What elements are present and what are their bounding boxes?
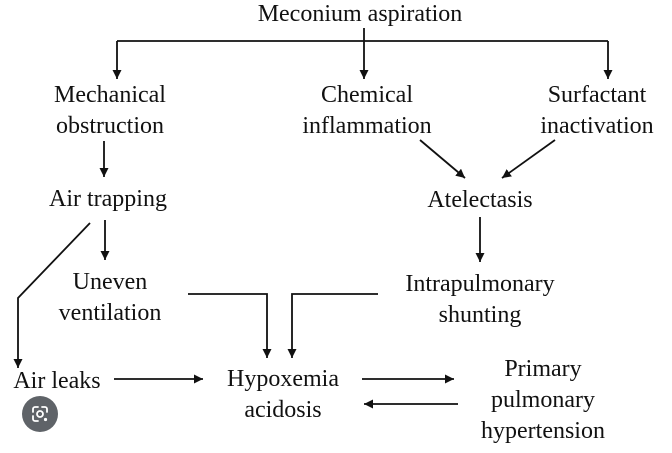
node-label-line1: Surfactant (547, 82, 647, 108)
arrow-uneven-to-hypoxemia (188, 293, 272, 358)
node-label-line2: ventilation (58, 300, 162, 326)
node-primary-pulmonary-hypertension: Primary pulmonary hypertension (458, 354, 628, 447)
arrow-chemical-to-atelectasis (419, 139, 466, 179)
lens-glyph (32, 406, 48, 422)
node-label-line2: inactivation (540, 113, 654, 139)
node-air-trapping: Air trapping (18, 184, 198, 215)
node-label-line2: acidosis (244, 397, 322, 423)
node-label-line1: Uneven (72, 269, 148, 295)
node-label-line3: hypertension (481, 418, 605, 444)
node-meconium-aspiration: Meconium aspiration (160, 0, 560, 30)
node-label-line1: Primary (504, 356, 582, 382)
node-label-line2: obstruction (56, 113, 164, 139)
node-label-line1: Mechanical (54, 82, 166, 108)
node-label: Atelectasis (427, 187, 533, 213)
node-label: Air trapping (49, 186, 167, 212)
node-label-line2: shunting (438, 302, 522, 328)
node-uneven-ventilation: Uneven ventilation (40, 267, 180, 329)
node-atelectasis: Atelectasis (395, 185, 565, 216)
node-label-line2: inflammation (302, 113, 432, 139)
node-label-line2: pulmonary (491, 387, 595, 413)
node-hypoxemia-acidosis: Hypoxemia acidosis (206, 364, 360, 426)
node-chemical-inflammation: Chemical inflammation (267, 80, 467, 142)
node-label-line1: Chemical (321, 82, 413, 108)
node-intrapulmonary-shunting: Intrapulmonary shunting (380, 269, 580, 331)
arrow-airtrapping-to-airleaks (13, 222, 91, 368)
google-lens-icon[interactable] (22, 396, 58, 432)
node-label: Air leaks (13, 368, 101, 394)
node-label-line1: Intrapulmonary (405, 271, 555, 297)
node-surfactant-inactivation: Surfactant inactivation (522, 80, 672, 142)
node-label: Meconium aspiration (257, 1, 463, 27)
node-label-line1: Hypoxemia (227, 366, 339, 392)
arrow-shunting-to-hypoxemia (287, 293, 378, 358)
arrow-surfactant-to-atelectasis (501, 139, 556, 179)
node-mechanical-obstruction: Mechanical obstruction (20, 80, 200, 142)
node-air-leaks: Air leaks (0, 366, 114, 397)
